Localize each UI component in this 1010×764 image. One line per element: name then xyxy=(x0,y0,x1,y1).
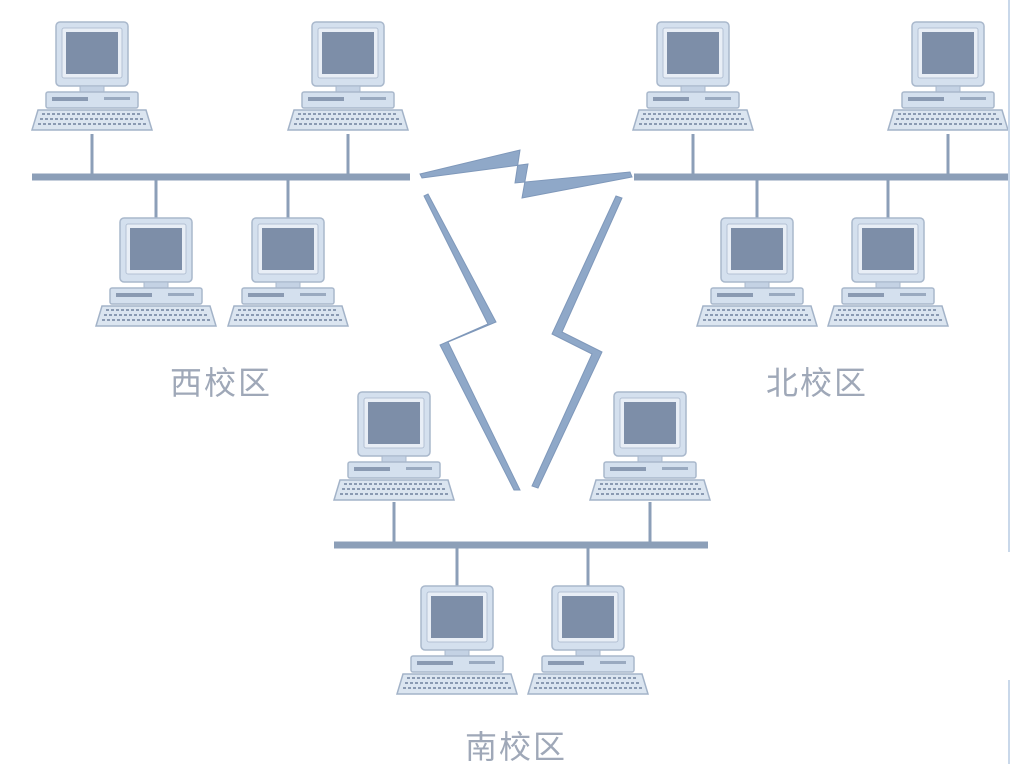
west-computer-bottom-1 xyxy=(94,217,218,327)
south-computer-bottom-1 xyxy=(395,585,519,695)
west-campus-label: 西校区 xyxy=(170,364,273,402)
south-computer-top-1 xyxy=(332,391,456,501)
north-computer-top-2 xyxy=(886,21,1010,131)
north-computer-bottom-2 xyxy=(826,217,950,327)
right-edge-line-lower xyxy=(1008,680,1010,764)
west-computer-bottom-2 xyxy=(226,217,350,327)
west-computer-top-1 xyxy=(30,21,154,131)
west-computer-top-2 xyxy=(286,21,410,131)
south-campus-label: 南校区 xyxy=(465,728,568,764)
north-computer-bottom-1 xyxy=(695,217,819,327)
wan-link-west-south xyxy=(423,193,521,491)
right-edge-line xyxy=(1008,0,1010,552)
wan-link-north-south xyxy=(531,195,623,489)
south-computer-top-2 xyxy=(588,391,712,501)
wan-link-west-north xyxy=(419,149,633,199)
north-computer-top-1 xyxy=(631,21,755,131)
south-computer-bottom-2 xyxy=(526,585,650,695)
north-campus-label: 北校区 xyxy=(766,364,869,402)
